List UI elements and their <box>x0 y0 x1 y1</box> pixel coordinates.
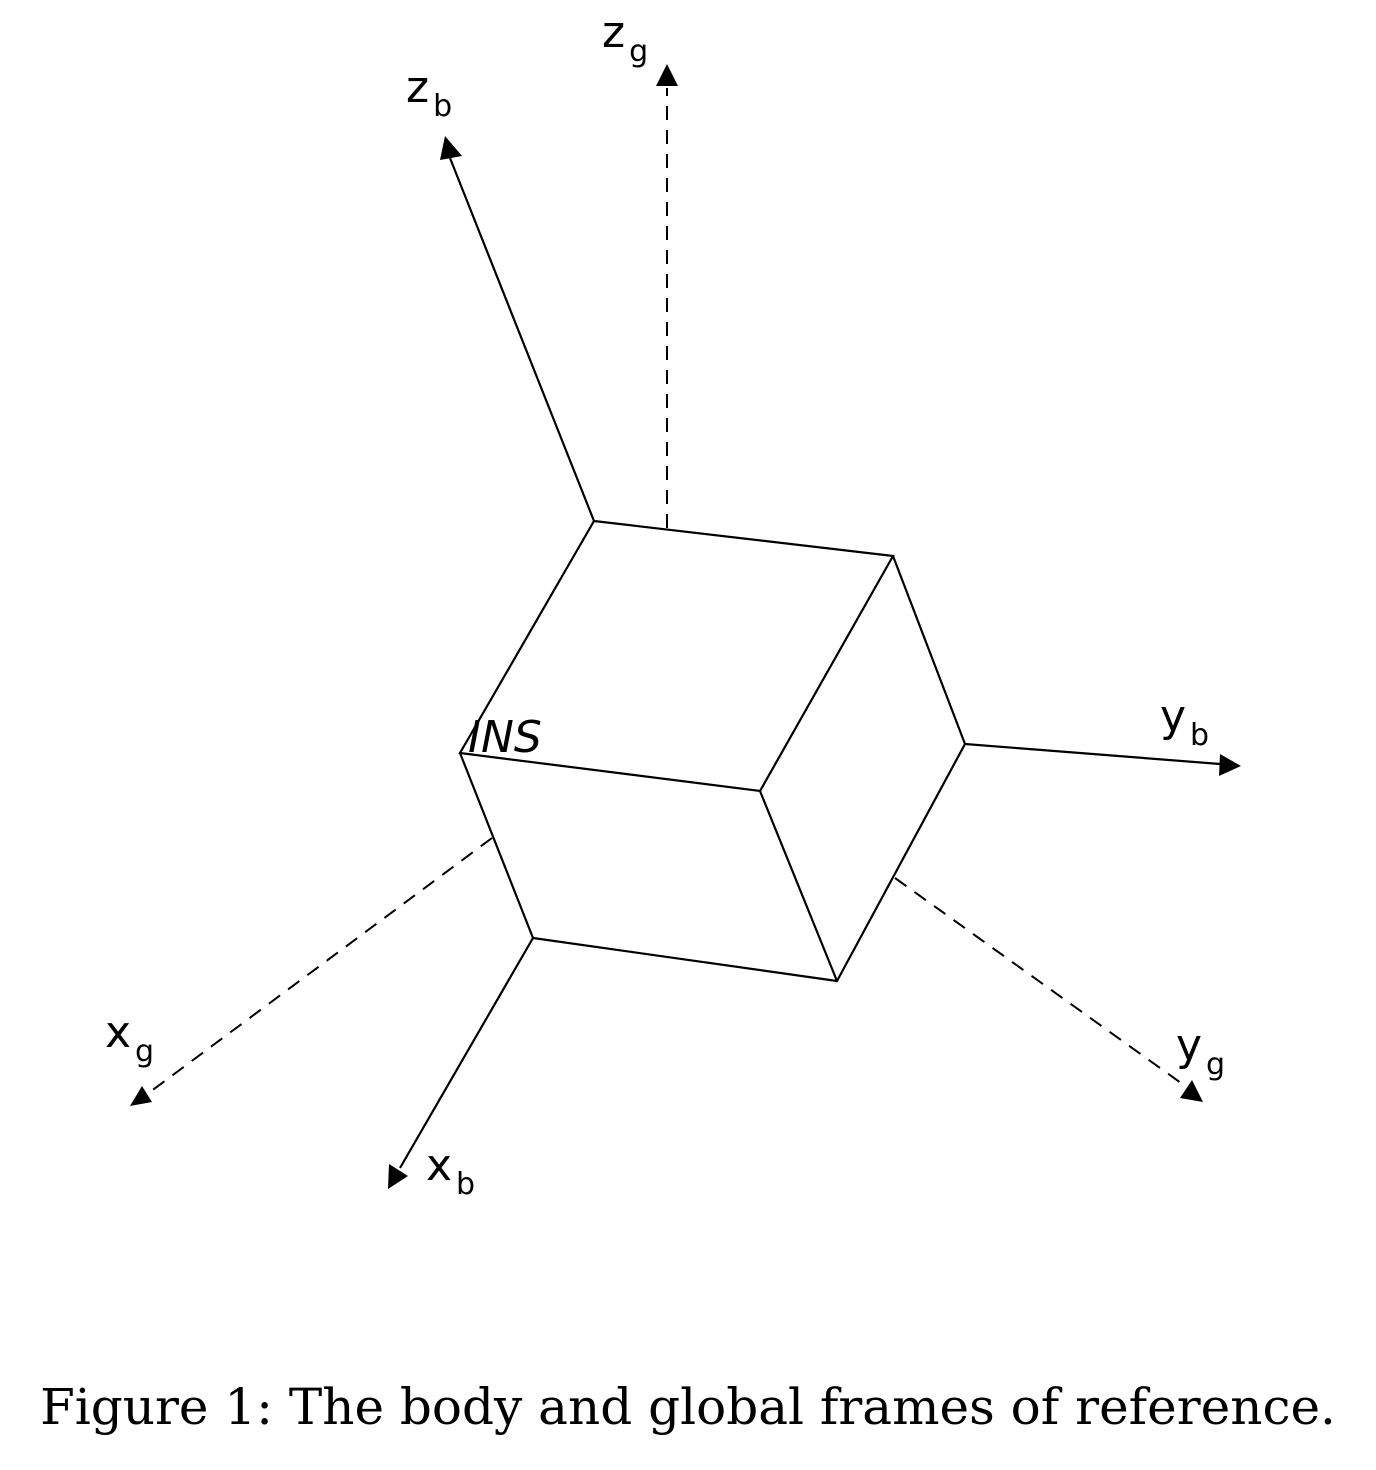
arrowhead-zb <box>440 136 462 160</box>
arrowhead-yg <box>1180 1080 1203 1102</box>
figure-caption: Figure 1: The body and global frames of … <box>40 1378 1336 1436</box>
box-edge-front-left <box>458 751 535 940</box>
arrowhead-xb <box>388 1164 408 1189</box>
arrowhead-yb <box>1219 754 1241 776</box>
arrowhead-xg <box>130 1086 152 1106</box>
body-frame-axes <box>388 136 1241 1189</box>
box-edge-back-right <box>891 554 967 746</box>
ins-box <box>458 519 967 983</box>
arrowhead-zg <box>656 64 678 86</box>
axis-yb <box>964 742 1221 766</box>
ins-label: INS <box>468 712 542 763</box>
axis-xg <box>149 837 493 1093</box>
box-edge-front-bottom <box>531 936 839 983</box>
axis-yg <box>894 877 1189 1089</box>
box-edge-front-right <box>758 789 839 983</box>
box-edge-side-bottom <box>835 742 967 983</box>
axis-zb <box>448 157 596 522</box>
axis-xb <box>399 937 534 1169</box>
global-frame-axes <box>130 64 1203 1106</box>
